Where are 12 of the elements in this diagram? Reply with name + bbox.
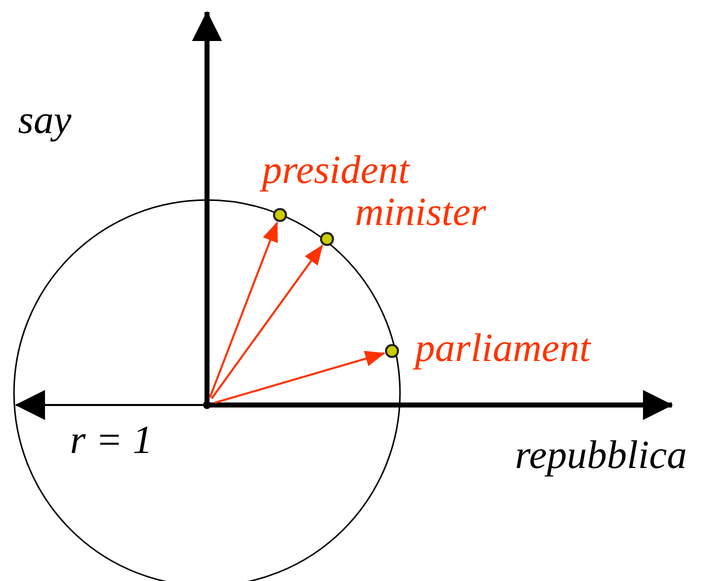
arrow [210,244,324,400]
vector-label: minister [355,192,486,232]
arrow [208,222,278,398]
axis-label: repubblica [515,435,687,475]
axis-label: say [18,100,72,140]
vector-label: parliament [415,328,591,368]
vector-label: president [262,150,410,190]
arrow [214,350,386,404]
point-dot [320,232,334,246]
point-dot [385,344,399,358]
point-dot [273,208,287,222]
dimension-label: r = 1 [70,420,153,460]
